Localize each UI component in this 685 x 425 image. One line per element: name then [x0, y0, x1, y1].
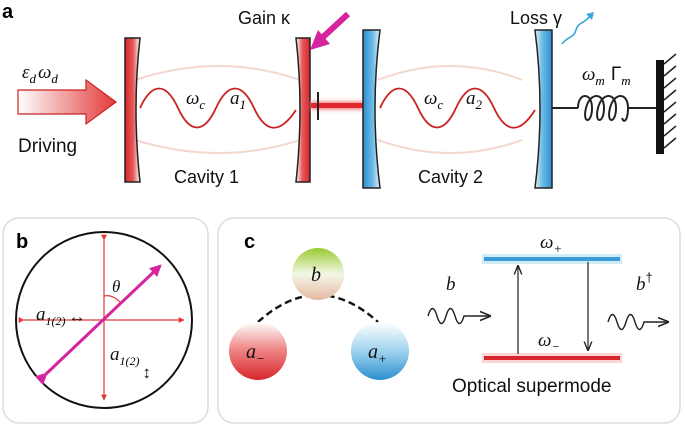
- phonon-in-arrow: [427, 307, 490, 325]
- driving-label: Driving: [18, 136, 77, 157]
- cavity1-right-mirror: [295, 37, 311, 183]
- mechanical-wall: [656, 53, 677, 154]
- panel-c-label: c: [244, 231, 255, 253]
- driving-arrow: [17, 78, 118, 126]
- polarization-vector: [34, 264, 162, 385]
- loss-arrowhead: [586, 12, 594, 20]
- polarization-circle: [15, 231, 193, 409]
- coupling-beam: [311, 103, 363, 108]
- vertical-mode-label: a1(2)↕: [110, 344, 151, 382]
- cavity1-envelope: [134, 65, 301, 154]
- gain-label: Gain κ: [238, 8, 291, 28]
- horizontal-mode-label: a1(2)↔: [36, 304, 86, 328]
- cavity2-label: Cavity 2: [418, 167, 483, 187]
- cavity2-mode: a2: [466, 88, 483, 112]
- theta-arc: [103, 295, 121, 303]
- theta-label: θ: [112, 277, 120, 296]
- cavity1-frequency: ωc: [186, 88, 205, 112]
- cavity2-right-mirror: [534, 29, 553, 189]
- cavity2-frequency: ωc: [424, 88, 443, 112]
- panel-b-label: b: [16, 231, 28, 253]
- phonon-out-arrow: [607, 313, 668, 331]
- omega-plus-label: ω+: [540, 232, 562, 256]
- node-a-plus-label: a+: [368, 341, 387, 366]
- cavity1-mode: a1: [230, 88, 246, 112]
- node-a-minus: [229, 322, 287, 380]
- cavity2-envelope: [377, 65, 523, 154]
- node-b: [292, 248, 344, 300]
- gain-arrow: [310, 11, 351, 50]
- loss-label: Loss γ: [510, 8, 562, 28]
- node-b-label: b: [311, 264, 321, 286]
- mechanical-spring: [552, 95, 656, 122]
- upper-level: [484, 257, 620, 261]
- node-a-plus: [351, 322, 409, 380]
- phonon-in-label: b: [446, 274, 456, 295]
- loss-wavy-arrow: [561, 15, 591, 45]
- cavity1-left-mirror: [124, 37, 141, 183]
- supermode-label: Optical supermode: [452, 376, 611, 397]
- cavity1-wave: [139, 87, 297, 129]
- cavity2-wave: [379, 87, 536, 129]
- lower-level: [484, 356, 620, 360]
- panel-a-label: a: [2, 1, 14, 23]
- omega-minus-label: ω−: [538, 330, 560, 354]
- node-a-minus-label: a−: [246, 341, 265, 366]
- cavity2-left-mirror: [362, 29, 381, 189]
- cavity1-label: Cavity 1: [174, 167, 239, 187]
- phonon-out-label: b†: [636, 270, 653, 295]
